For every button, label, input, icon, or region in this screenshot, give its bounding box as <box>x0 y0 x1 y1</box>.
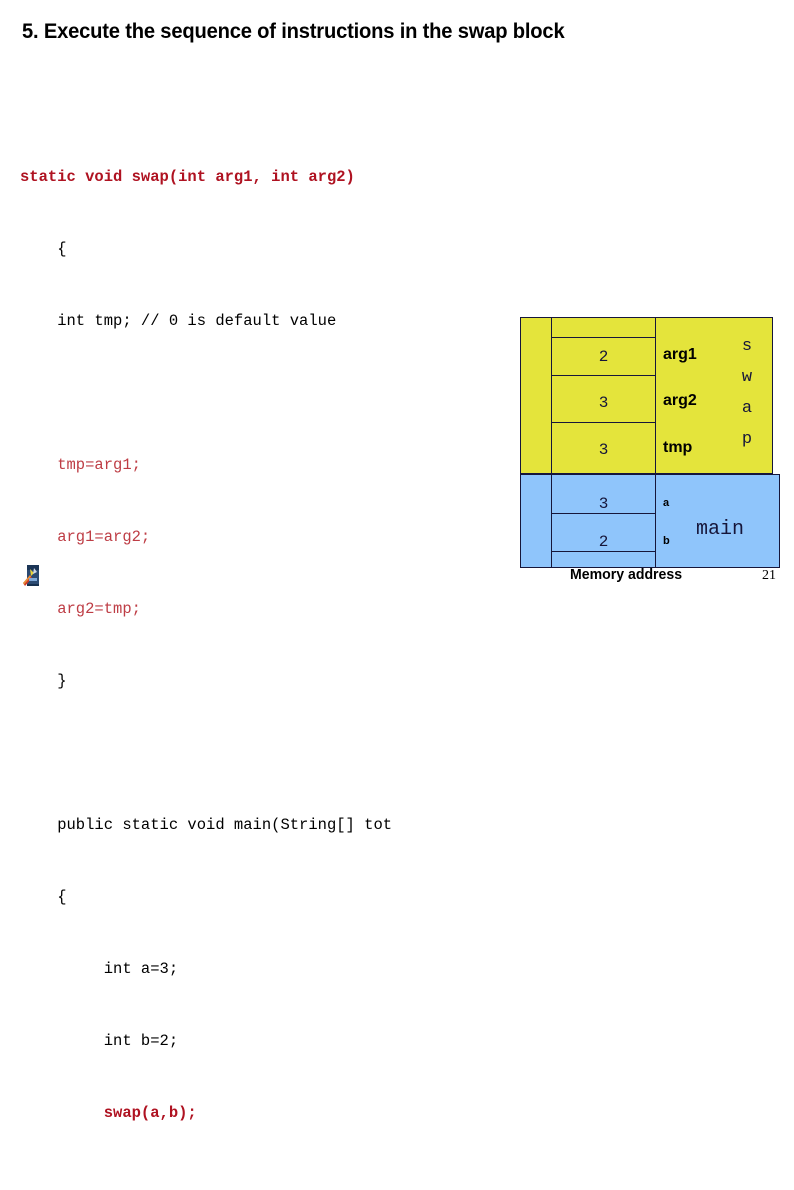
code-block: static void swap(int arg1, int arg2) { i… <box>20 117 580 1190</box>
code-line: } <box>20 672 67 690</box>
code-line: tmp=arg1; <box>20 456 141 474</box>
page-title: 5. Execute the sequence of instructions … <box>22 20 565 43</box>
cell-value: 3 <box>598 495 609 513</box>
cell-value: 2 <box>598 533 609 551</box>
cell-divider <box>551 422 656 423</box>
frame-name-letter: w <box>741 368 753 387</box>
address-column-divider <box>551 475 552 567</box>
frame-name-swap: s w a p <box>736 331 758 455</box>
label-column-divider <box>655 475 656 567</box>
cell-value: 2 <box>598 348 609 366</box>
code-blank-line <box>20 741 580 765</box>
logo-glyph <box>23 565 39 586</box>
cell-divider <box>551 337 656 338</box>
code-line: public static void main(String[] tot <box>20 816 393 834</box>
cell-value: 3 <box>598 394 609 412</box>
code-line: int tmp; // 0 is default value <box>20 312 337 330</box>
address-column-divider <box>551 318 552 473</box>
cell-label: b <box>663 535 670 547</box>
frame-name-letter: s <box>741 337 753 356</box>
code-line: int a=3; <box>20 960 179 978</box>
stack-frame-main: 3 2 a b main <box>520 474 780 568</box>
cell-label: a <box>663 497 670 509</box>
code-blank-line <box>20 381 580 405</box>
code-line: arg2=tmp; <box>20 600 141 618</box>
page-number: 21 <box>762 568 776 583</box>
code-line: { <box>20 888 67 906</box>
frame-name-letter: p <box>741 430 753 449</box>
corner-logo-icon <box>22 563 44 587</box>
cell-divider <box>551 551 656 552</box>
cell-label: arg1 <box>663 346 697 363</box>
frame-name-letter: a <box>741 399 753 418</box>
cell-divider <box>551 513 656 514</box>
memory-address-caption: Memory address <box>570 566 683 583</box>
frame-name-main: main <box>696 518 745 541</box>
stack-frame-swap: 2 3 3 arg1 arg2 tmp s w a p <box>520 317 773 474</box>
cell-label: tmp <box>663 439 693 456</box>
code-line: { <box>20 240 67 258</box>
cell-divider <box>551 375 656 376</box>
code-blank-line <box>20 1173 580 1190</box>
code-line: int b=2; <box>20 1032 179 1050</box>
code-line: arg1=arg2; <box>20 528 151 546</box>
code-line: swap(a,b); <box>20 1104 197 1122</box>
cell-label: arg2 <box>663 392 697 409</box>
cell-value: 3 <box>598 441 609 459</box>
label-column-divider <box>655 318 656 473</box>
code-line: static void swap(int arg1, int arg2) <box>20 168 355 186</box>
